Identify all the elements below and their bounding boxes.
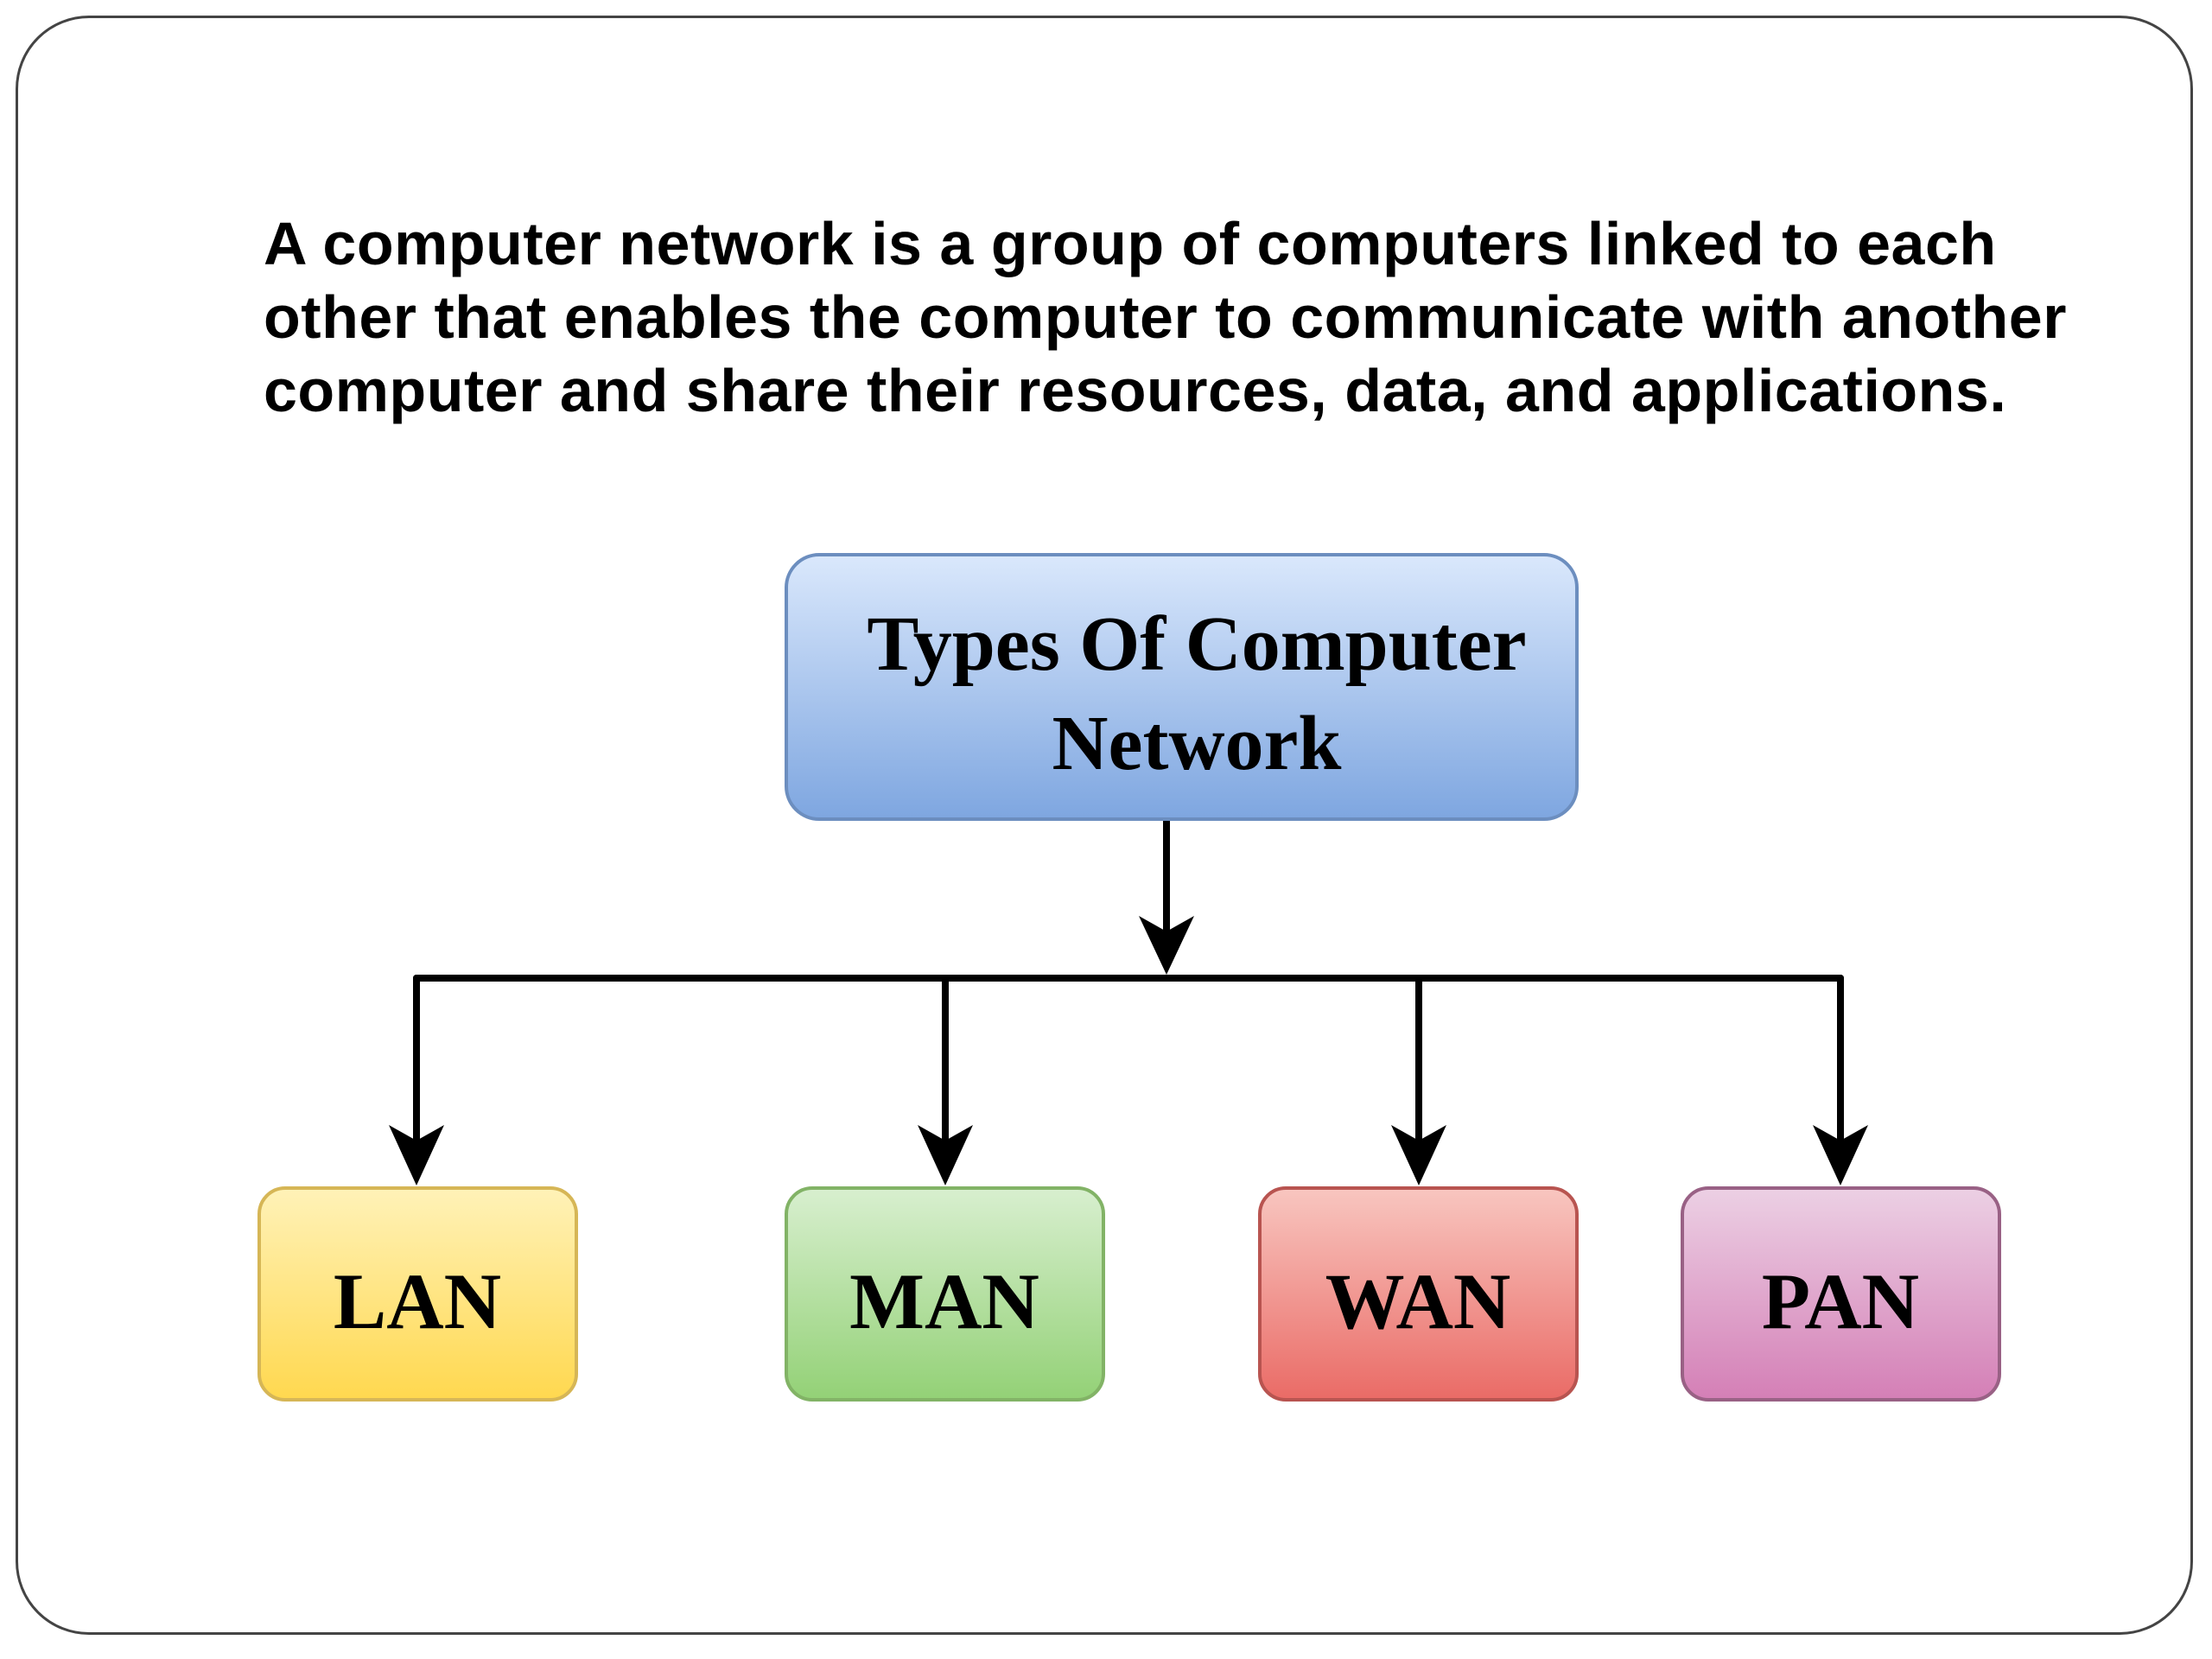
- arrowhead-lan: [389, 1125, 444, 1185]
- arrowhead-wan: [1391, 1125, 1446, 1185]
- child-node-wan: WAN: [1258, 1186, 1579, 1402]
- child-label-wan: WAN: [1325, 1257, 1511, 1345]
- arrowhead-root: [1139, 916, 1194, 975]
- description-text: A computer network is a group of compute…: [264, 210, 2067, 424]
- child-node-pan: PAN: [1681, 1186, 2001, 1402]
- connectors: [389, 817, 1868, 1185]
- arrowhead-pan: [1813, 1125, 1868, 1185]
- child-node-lan: LAN: [257, 1186, 578, 1402]
- root-node: Types Of Computer Network: [785, 553, 1579, 821]
- child-label-man: MAN: [849, 1257, 1039, 1345]
- arrowhead-man: [918, 1125, 973, 1185]
- child-label-lan: LAN: [334, 1257, 501, 1345]
- root-label-line-1: Types Of Computer: [867, 601, 1526, 687]
- child-node-man: MAN: [785, 1186, 1105, 1402]
- child-label-pan: PAN: [1762, 1257, 1919, 1345]
- root-label-line-2: Network: [1052, 701, 1342, 786]
